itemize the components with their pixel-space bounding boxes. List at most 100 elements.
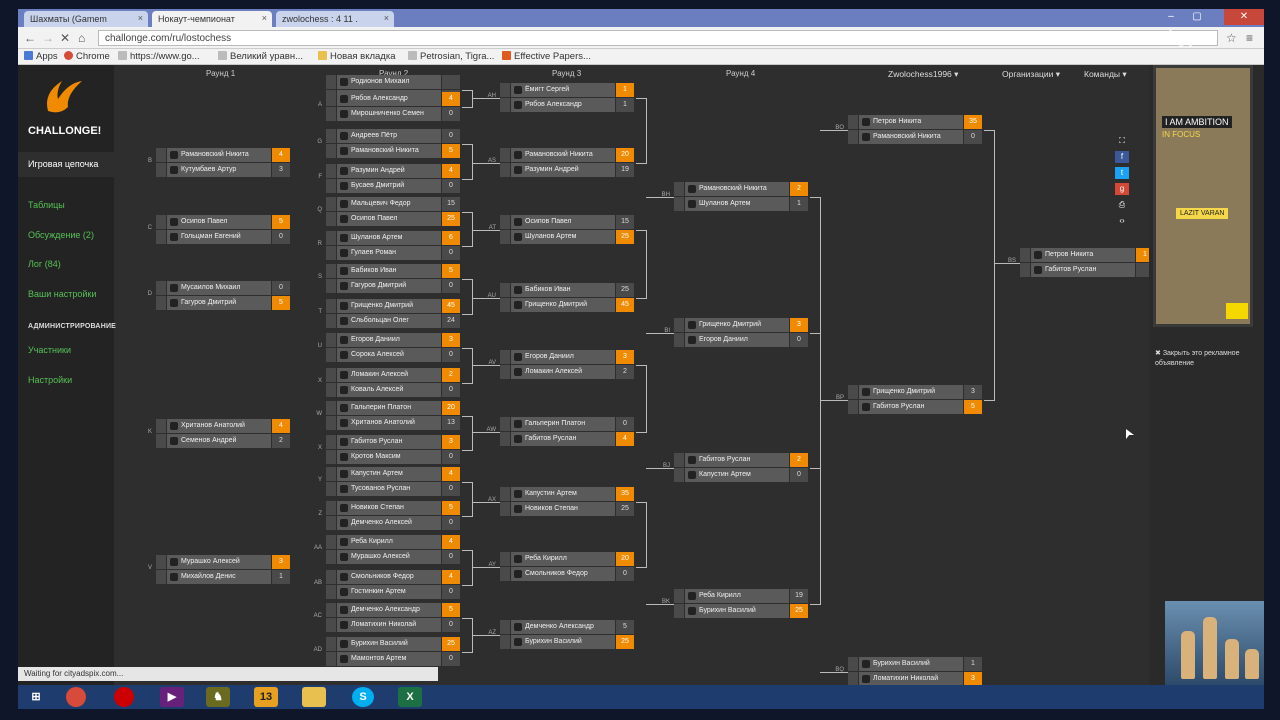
print-icon[interactable]: ⎙ bbox=[1118, 200, 1126, 209]
facebook-icon[interactable]: f bbox=[1115, 151, 1129, 163]
close-tab-icon[interactable]: × bbox=[383, 13, 389, 23]
minimize-icon[interactable]: – bbox=[1158, 9, 1184, 25]
sidebar-item-discussion[interactable]: Обсуждение (2) bbox=[28, 230, 94, 240]
bookmark-apps[interactable]: Apps bbox=[24, 51, 58, 62]
challonge-logo-icon[interactable] bbox=[38, 73, 88, 123]
bookmark-chrome[interactable]: Chrome bbox=[64, 51, 110, 62]
browser-tab-1[interactable]: Шахматы (Gamem× bbox=[24, 11, 148, 27]
close-tab-icon[interactable]: × bbox=[137, 13, 143, 23]
expand-icon[interactable]: ⛶ bbox=[1119, 136, 1125, 145]
sidebar-item-log[interactable]: Лог (84) bbox=[28, 259, 61, 269]
twitter-icon[interactable]: t bbox=[1115, 167, 1129, 179]
browser-tab-2[interactable]: Нокаут-чемпионат× bbox=[152, 11, 272, 27]
home-icon[interactable]: ⌂ bbox=[78, 31, 86, 45]
close-ad-link[interactable]: ✖ Закрыть это рекламное объявление bbox=[1155, 350, 1240, 367]
forward-icon[interactable]: → bbox=[42, 31, 54, 45]
maximize-icon[interactable]: ▢ bbox=[1184, 9, 1210, 25]
google-plus-icon[interactable]: g bbox=[1115, 183, 1129, 195]
user-menu[interactable]: Zwolochess1996 ▾ bbox=[888, 69, 959, 79]
folder-icon[interactable] bbox=[302, 687, 326, 707]
back-icon[interactable]: ← bbox=[24, 31, 36, 45]
close-window-icon[interactable]: ✕ bbox=[1224, 9, 1264, 25]
menu-icon[interactable]: ≡ bbox=[1246, 31, 1254, 45]
chess-app-icon[interactable]: ♞ bbox=[206, 687, 230, 707]
bookmark-great[interactable]: Великий уравн... bbox=[218, 51, 303, 62]
bookmark-google[interactable]: https://www.go... bbox=[118, 51, 200, 62]
close-tab-icon[interactable]: × bbox=[261, 13, 267, 23]
record-icon[interactable] bbox=[114, 687, 134, 707]
match-player-1[interactable]: Родионов Михаил bbox=[326, 75, 462, 89]
